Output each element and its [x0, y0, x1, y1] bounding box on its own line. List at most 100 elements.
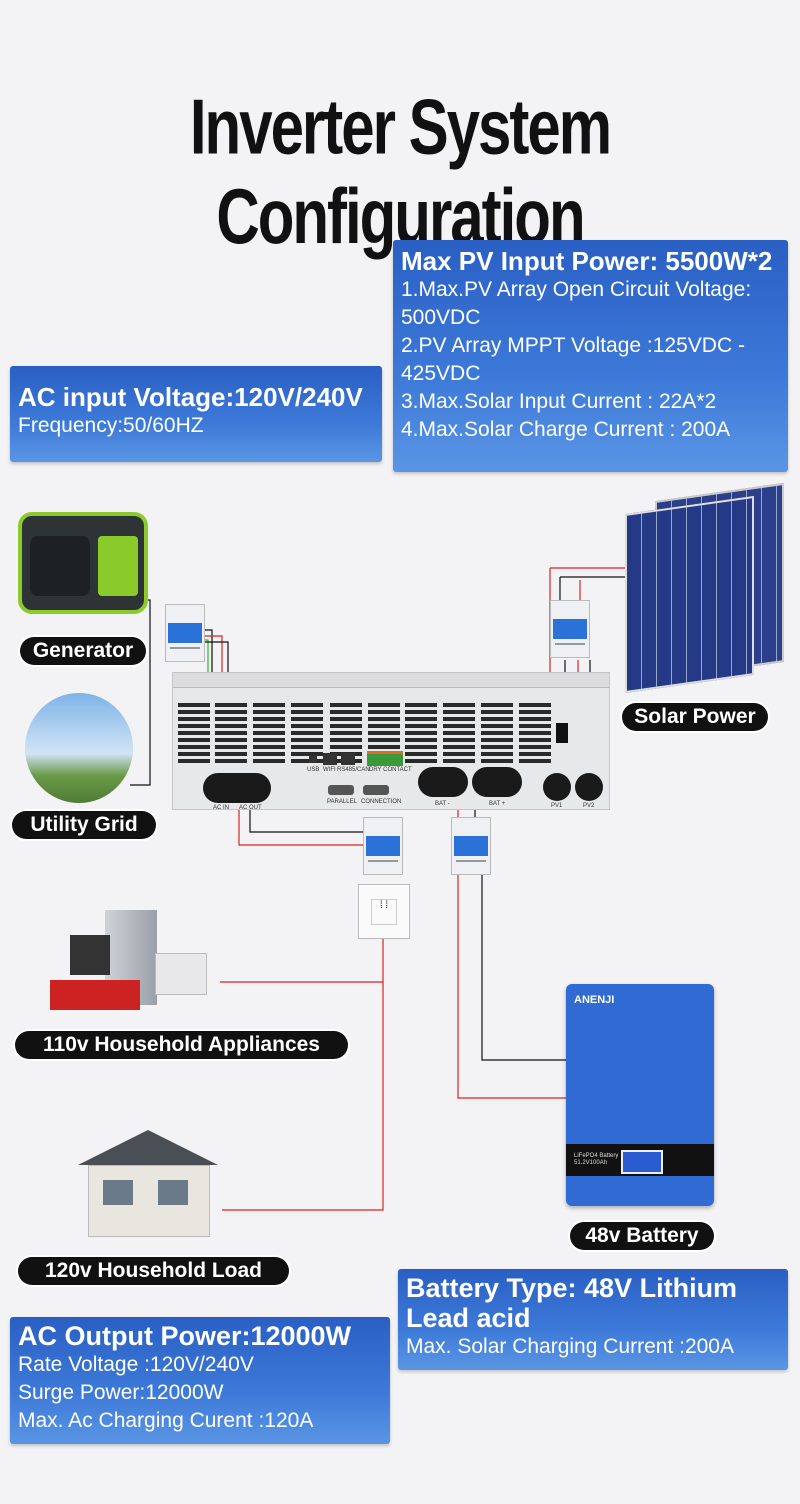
vent-slot [215, 752, 247, 756]
wifi-label: WIFI [323, 767, 336, 773]
vent-slot [519, 759, 551, 763]
battery-type-line: Max. Solar Charging Current :200A [406, 1335, 734, 1358]
rs485-label: RS485/CAN [337, 767, 370, 773]
vent-slot [330, 724, 362, 728]
vent-slot [178, 710, 210, 714]
ac-output-breaker[interactable] [363, 817, 403, 875]
battery-capacity: 51.2V100Ah [574, 1160, 608, 1166]
vent-slot [405, 717, 437, 721]
battery-unit: ANENJI LiFePO4 Battery 51.2V100Ah [566, 984, 714, 1206]
wall-outlet: ⁞ ⁞ [358, 884, 410, 939]
vent-slot [253, 759, 285, 763]
vent-slot [443, 703, 475, 707]
vent-slot [215, 759, 247, 763]
vent-slot [405, 752, 437, 756]
pv-heading: Max PV Input Power: 5500W*2 [401, 246, 773, 276]
battery-type-heading: Battery Type: 48V Lithium [406, 1273, 738, 1303]
vent-slot [405, 710, 437, 714]
vent-slot [368, 731, 400, 735]
vent-slot [368, 703, 400, 707]
pv-line: 500VDC [401, 306, 481, 329]
appliances-image [45, 905, 220, 1017]
vent-slot [368, 724, 400, 728]
vent-slot [443, 752, 475, 756]
vent-slot [330, 710, 362, 714]
vent-slot [330, 738, 362, 742]
vent-slot [253, 724, 285, 728]
vent-slot [253, 717, 285, 721]
house-image [68, 1130, 222, 1240]
vent-slot [215, 724, 247, 728]
ac-port [203, 773, 271, 803]
vent-slot [481, 731, 513, 735]
vent-slot [519, 710, 551, 714]
vent-slot [443, 717, 475, 721]
battery-brand: ANENJI [574, 994, 615, 1006]
vent-slot [291, 745, 323, 749]
solar-power-label: Solar Power [622, 703, 768, 731]
battery-display [621, 1150, 663, 1174]
battery-model: LiFePO4 Battery [574, 1153, 619, 1159]
vent-slot [519, 731, 551, 735]
vent-slot [405, 745, 437, 749]
vent-slot [330, 717, 362, 721]
vent-slot [443, 724, 475, 728]
vent-slot [405, 731, 437, 735]
vent-slot [253, 752, 285, 756]
vent-slot [519, 724, 551, 728]
vent-slot [481, 724, 513, 728]
pv1-label: PV1 [551, 803, 563, 809]
pv-line: 4.Max.Solar Charge Current : 200A [401, 418, 731, 441]
ac-input-line: Frequency:50/60HZ [18, 414, 204, 437]
vent-slot [291, 738, 323, 742]
ac-input-breaker[interactable] [165, 604, 205, 662]
inverter-panel: AC IN AC OUT USB WIFI RS485/CAN DRY CONT… [172, 672, 610, 811]
ac-input-heading: AC input Voltage:120V/240V [18, 382, 363, 412]
bat-pos-port [472, 767, 522, 797]
pv-line: 3.Max.Solar Input Current : 22A*2 [401, 390, 717, 413]
pv-breaker[interactable] [550, 600, 590, 658]
vent-slot [481, 738, 513, 742]
dry-contact-label: DRY CONTACT [369, 767, 412, 773]
vent-slot [215, 710, 247, 714]
ac-output-box: AC Output Power:12000W Rate Voltage :120… [10, 1317, 390, 1444]
vent-slot [481, 717, 513, 721]
vent-slot [291, 752, 323, 756]
vent-slot [253, 731, 285, 735]
vent-slot [481, 752, 513, 756]
bat-pos-label: BAT + [489, 801, 506, 807]
bat-neg-port [418, 767, 468, 797]
vent-slot [330, 731, 362, 735]
vent-slot [443, 759, 475, 763]
vent-slot [215, 738, 247, 742]
vent-slot [519, 738, 551, 742]
vent-slot [178, 703, 210, 707]
pv-line: 425VDC [401, 362, 481, 385]
household-load-label: 120v Household Load [18, 1257, 289, 1285]
vent-slot [368, 710, 400, 714]
vent-slot [519, 745, 551, 749]
vent-slot [405, 724, 437, 728]
ac-out-label: AC OUT [239, 805, 262, 811]
battery-breaker[interactable] [451, 817, 491, 875]
vent-slot [519, 752, 551, 756]
power-switch[interactable] [556, 723, 568, 743]
vent-slot [405, 738, 437, 742]
vent-slot [253, 703, 285, 707]
vent-slot [178, 752, 210, 756]
battery-label: 48v Battery [570, 1222, 714, 1250]
vent-slot [368, 745, 400, 749]
vent-slot [215, 745, 247, 749]
utility-grid-label: Utility Grid [12, 811, 156, 839]
vent-slot [215, 731, 247, 735]
usb-label: USB [307, 767, 320, 773]
ac-input-box: AC input Voltage:120V/240V Frequency:50/… [10, 366, 382, 462]
vent-slot [178, 759, 210, 763]
ac-in-label: AC IN [213, 805, 230, 811]
ac-output-line: Surge Power:12000W [18, 1381, 224, 1404]
pv-input-box: Max PV Input Power: 5500W*2 1.Max.PV Arr… [393, 240, 788, 472]
vent-slot [253, 745, 285, 749]
pv1-port [543, 773, 571, 801]
generator-image [18, 512, 148, 614]
